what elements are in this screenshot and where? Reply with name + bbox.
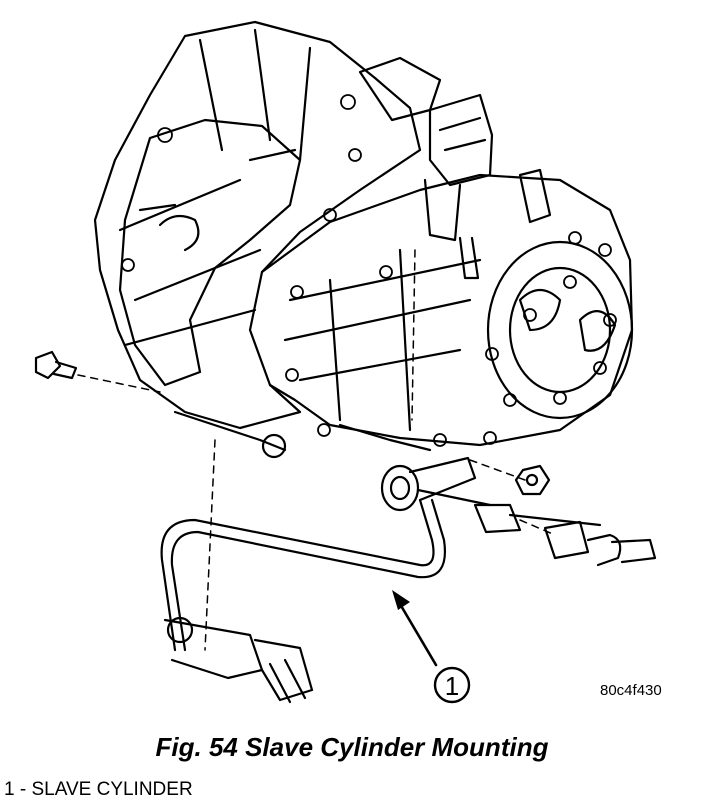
slave-cylinder xyxy=(380,456,602,534)
callout-arrowhead xyxy=(392,590,410,610)
legend-item-1: 1 - SLAVE CYLINDER xyxy=(4,779,193,801)
figure-caption: Fig. 54 Slave Cylinder Mounting xyxy=(155,732,549,762)
callout-number: 1 xyxy=(445,671,459,701)
hydraulic-line xyxy=(160,498,435,652)
callout-1: 1 xyxy=(433,666,471,704)
shift-tower xyxy=(428,93,494,187)
transaxle-illustration: 1 xyxy=(34,20,657,704)
legend-separator: - xyxy=(14,779,32,800)
nut-icon xyxy=(514,464,551,496)
bolt-icon xyxy=(34,350,78,380)
transaxle-case xyxy=(260,173,634,447)
bell-housing-cavity xyxy=(118,118,302,387)
legend-number: 1 xyxy=(4,779,15,800)
callout-leader xyxy=(398,602,438,667)
case-bolts xyxy=(121,94,617,447)
legend-text: SLAVE CYLINDER xyxy=(31,779,193,800)
end-cover xyxy=(486,240,634,420)
master-cylinder-fitting xyxy=(163,616,314,704)
hose-fitting-icon xyxy=(543,520,657,567)
figure-code: 80c4f430 xyxy=(600,682,662,699)
